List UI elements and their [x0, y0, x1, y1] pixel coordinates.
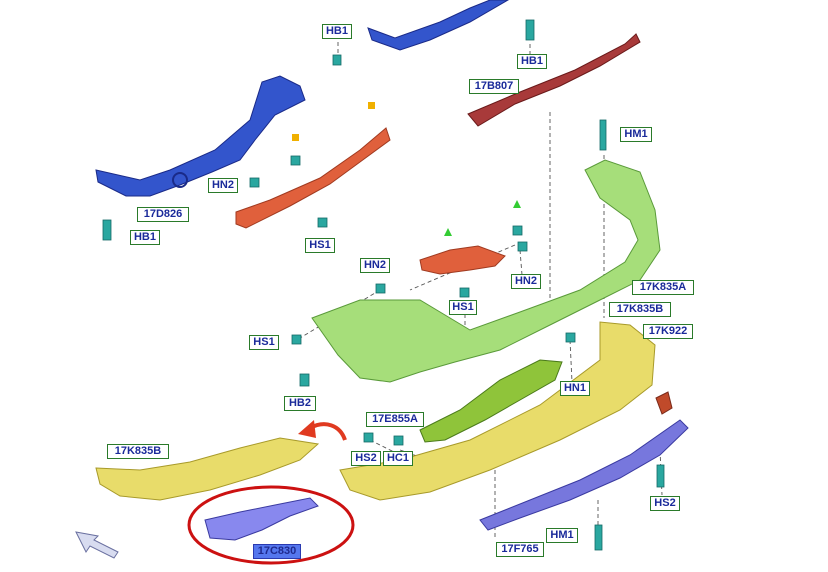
upper-crossmember: [367, 0, 509, 51]
view-direction-arrow: [75, 531, 119, 559]
label-hs1-left[interactable]: HS1: [249, 335, 279, 350]
step-pad-17b807: [467, 33, 641, 127]
fastener-hb1-left: [102, 219, 112, 241]
label-hm1-bottom[interactable]: HM1: [546, 528, 578, 543]
fastener-hs2-left: [363, 432, 374, 443]
part-17c830: [204, 497, 319, 541]
tow-hook-ring: [172, 172, 188, 188]
label-hc1[interactable]: HC1: [383, 451, 413, 466]
label-17k922[interactable]: 17K922: [643, 324, 693, 339]
label-hn2-left[interactable]: HN2: [208, 178, 238, 193]
fastener-hs1-top: [317, 217, 328, 228]
fastener-hm1-top: [599, 119, 607, 151]
bracket-17k922: [655, 391, 673, 415]
label-17b807[interactable]: 17B807: [469, 79, 519, 94]
label-hs1-top[interactable]: HS1: [305, 238, 335, 253]
fastener-hs1-left: [291, 334, 302, 345]
label-17d826[interactable]: 17D826: [137, 207, 189, 222]
label-17k835b-left[interactable]: 17K835B: [107, 444, 169, 459]
spoiler-17f765: [479, 419, 689, 531]
marker-square-2: [368, 102, 375, 109]
fastener-hn2-mid: [375, 283, 386, 294]
bracket-middle: [419, 245, 506, 275]
label-hn2-mid[interactable]: HN2: [360, 258, 390, 273]
label-hn1[interactable]: HN1: [560, 381, 590, 396]
fastener-triangle: [512, 225, 523, 236]
label-17f765[interactable]: 17F765: [496, 542, 544, 557]
fastener-hc1: [393, 435, 404, 446]
fastener-hn1: [565, 332, 576, 343]
marker-triangle-1: [444, 228, 452, 236]
label-hn2-right[interactable]: HN2: [511, 274, 541, 289]
label-hm1-top[interactable]: HM1: [620, 127, 652, 142]
lower-cover-left-17k835b: [95, 437, 320, 501]
label-17e855a[interactable]: 17E855A: [366, 412, 424, 427]
tow-bar-17d826: [95, 75, 306, 197]
fastener-hb2: [299, 373, 310, 387]
label-17k835b-right[interactable]: 17K835B: [609, 302, 671, 317]
bumper-cover-17k835a: [311, 159, 661, 383]
label-17k835a[interactable]: 17K835A: [632, 280, 694, 295]
label-hb1-top[interactable]: HB1: [322, 24, 352, 39]
label-hb1-left[interactable]: HB1: [130, 230, 160, 245]
highlight-circle: [187, 485, 355, 565]
marker-square-1: [292, 134, 299, 141]
curved-arrow-head: [298, 420, 316, 438]
fastener-hn2-right: [517, 241, 528, 252]
fastener-hn2-left: [249, 177, 260, 188]
fastener-hm1-bottom: [594, 524, 603, 551]
label-hs2-left[interactable]: HS2: [351, 451, 381, 466]
label-hs2-right[interactable]: HS2: [650, 496, 680, 511]
lower-cover-right-17k835b: [339, 321, 656, 501]
marker-triangle-2: [513, 200, 521, 208]
upper-reinforcement: [235, 127, 391, 229]
label-hs1-mid[interactable]: HS1: [449, 300, 477, 315]
fastener-hs1-mid: [459, 287, 470, 298]
fastener-hb1-mid: [525, 19, 535, 41]
absorber-17e855a: [419, 359, 563, 443]
fastener-upper: [290, 155, 301, 166]
label-hb2[interactable]: HB2: [284, 396, 316, 411]
fastener-hb1-top: [332, 54, 342, 66]
label-hb1-mid[interactable]: HB1: [517, 54, 547, 69]
fastener-hs2-right: [656, 464, 665, 488]
label-17c830[interactable]: 17C830: [253, 544, 301, 559]
